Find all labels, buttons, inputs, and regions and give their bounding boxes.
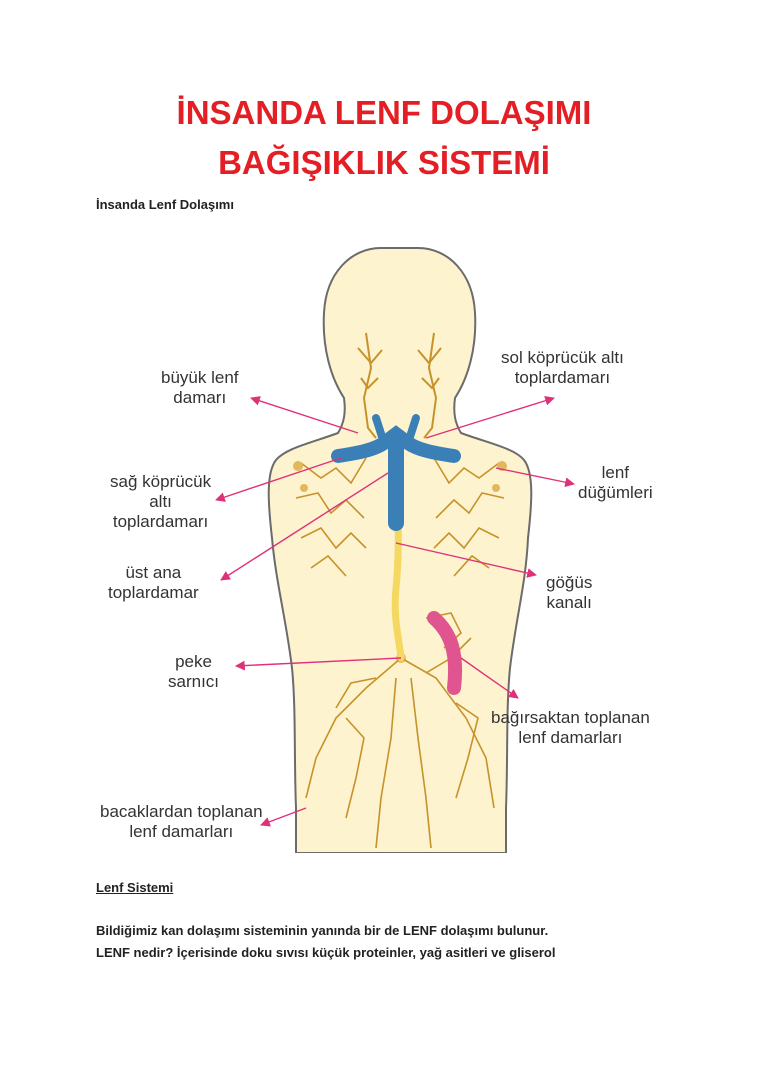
label-sol-kopruculuk-alti: sol köprücük altı toplardamarı: [501, 348, 624, 387]
arm-lymph-vessels: [295, 457, 505, 577]
veins: [331, 414, 461, 531]
title-line-1: İNSANDA LENF DOLAŞIMI: [176, 94, 592, 131]
section-heading: Lenf Sistemi: [96, 880, 174, 895]
document-title: İNSANDA LENF DOLAŞIMI BAĞIŞIKLIK SİSTEMİ: [0, 88, 768, 188]
label-bagirsaktan-toplanan: bağırsaktan toplanan lenf damarları: [491, 708, 650, 747]
document-subtitle: İnsanda Lenf Dolaşımı: [96, 197, 234, 212]
neck-lymph-vessels: [357, 332, 442, 439]
title-line-2: BAĞIŞIKLIK SİSTEMİ: [218, 144, 550, 181]
label-peke-sarnici: peke sarnıcı: [168, 652, 220, 691]
intestine: [427, 611, 463, 695]
lower-lymph-vessels: [305, 612, 495, 849]
label-gogus-kanali: göğüs kanalı: [546, 573, 593, 612]
body-paragraph: Bildiğimiz kan dolaşımı sisteminin yanın…: [96, 920, 696, 964]
label-arrows: [215, 395, 575, 827]
lymphatic-system-figure: büyük lenf damarı sağ köprücük altı topl…: [96, 238, 676, 853]
paragraph-line-1: Bildiğimiz kan dolaşımı sisteminin yanın…: [96, 923, 549, 938]
label-sag-kopruculuk-alti-toplardamari: sağ köprücük altı toplardamarı: [110, 472, 212, 531]
label-ust-ana-toplardamar: üst ana toplardamar: [108, 563, 199, 602]
lymphatic-diagram: [215, 247, 575, 853]
label-lenf-dugumleri: lenf düğümleri: [578, 463, 653, 502]
paragraph-line-2: LENF nedir? İçerisinde doku sıvısı küçük…: [96, 945, 556, 960]
label-bacaklardan-toplanan: bacaklardan toplanan lenf damarları: [100, 802, 263, 841]
label-buyuk-lenf-damari: büyük lenf damarı: [161, 368, 239, 407]
